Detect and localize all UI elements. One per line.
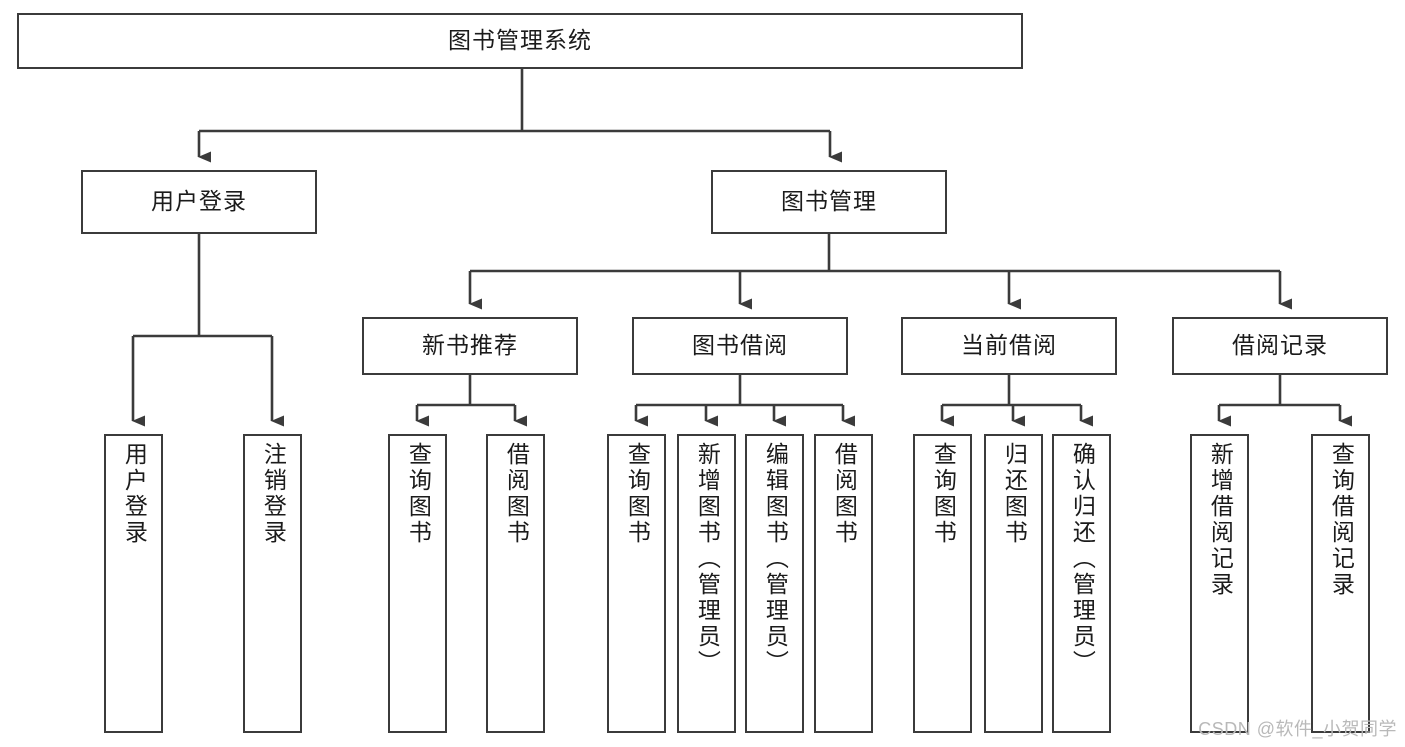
node-leaf-return-book-label: 归还图书: [1001, 442, 1028, 546]
node-current-borrow[interactable]: 当前借阅: [901, 317, 1117, 375]
node-leaf-edit-book[interactable]: 编辑图书（管理员）: [745, 434, 804, 733]
node-book-manage[interactable]: 图书管理: [711, 170, 947, 234]
watermark-text: CSDN @软件_小贺同学: [1198, 719, 1397, 739]
node-leaf-borrow-book-1-label: 借阅图书: [503, 442, 530, 546]
node-leaf-query-book-1[interactable]: 查询图书: [388, 434, 447, 733]
node-current-borrow-label: 当前借阅: [961, 332, 1057, 359]
node-new-book-rec[interactable]: 新书推荐: [362, 317, 578, 375]
node-leaf-query-book-1-label: 查询图书: [405, 442, 432, 546]
node-leaf-user-login-label: 用户登录: [121, 442, 148, 546]
node-book-manage-label: 图书管理: [781, 188, 877, 215]
node-user-login[interactable]: 用户登录: [81, 170, 317, 234]
node-borrow-record[interactable]: 借阅记录: [1172, 317, 1388, 375]
node-leaf-confirm-return[interactable]: 确认归还（管理员）: [1052, 434, 1111, 733]
node-leaf-user-login[interactable]: 用户登录: [104, 434, 163, 733]
node-leaf-add-record-label: 新增借阅记录: [1207, 442, 1234, 598]
node-leaf-query-book-2[interactable]: 查询图书: [607, 434, 666, 733]
node-leaf-query-book-3-label: 查询图书: [930, 442, 957, 546]
node-leaf-borrow-book-2-label: 借阅图书: [831, 442, 858, 546]
node-leaf-user-logout[interactable]: 注销登录: [243, 434, 302, 733]
node-leaf-add-book-label: 新增图书（管理员）: [694, 442, 721, 676]
node-root[interactable]: 图书管理系统: [17, 13, 1023, 69]
node-leaf-query-record-label: 查询借阅记录: [1328, 442, 1355, 598]
node-leaf-add-book[interactable]: 新增图书（管理员）: [677, 434, 736, 733]
node-leaf-borrow-book-1[interactable]: 借阅图书: [486, 434, 545, 733]
node-leaf-return-book[interactable]: 归还图书: [984, 434, 1043, 733]
node-leaf-query-book-3[interactable]: 查询图书: [913, 434, 972, 733]
node-book-borrow-label: 图书借阅: [692, 332, 788, 359]
node-book-borrow[interactable]: 图书借阅: [632, 317, 848, 375]
node-new-book-rec-label: 新书推荐: [422, 332, 518, 359]
node-leaf-user-logout-label: 注销登录: [260, 442, 287, 546]
node-borrow-record-label: 借阅记录: [1232, 332, 1328, 359]
node-leaf-query-record[interactable]: 查询借阅记录: [1311, 434, 1370, 733]
node-user-login-label: 用户登录: [151, 188, 247, 215]
node-leaf-confirm-return-label: 确认归还（管理员）: [1069, 442, 1096, 676]
node-root-label: 图书管理系统: [448, 27, 592, 54]
node-leaf-edit-book-label: 编辑图书（管理员）: [762, 442, 789, 676]
node-leaf-add-record[interactable]: 新增借阅记录: [1190, 434, 1249, 733]
node-leaf-query-book-2-label: 查询图书: [624, 442, 651, 546]
node-leaf-borrow-book-2[interactable]: 借阅图书: [814, 434, 873, 733]
